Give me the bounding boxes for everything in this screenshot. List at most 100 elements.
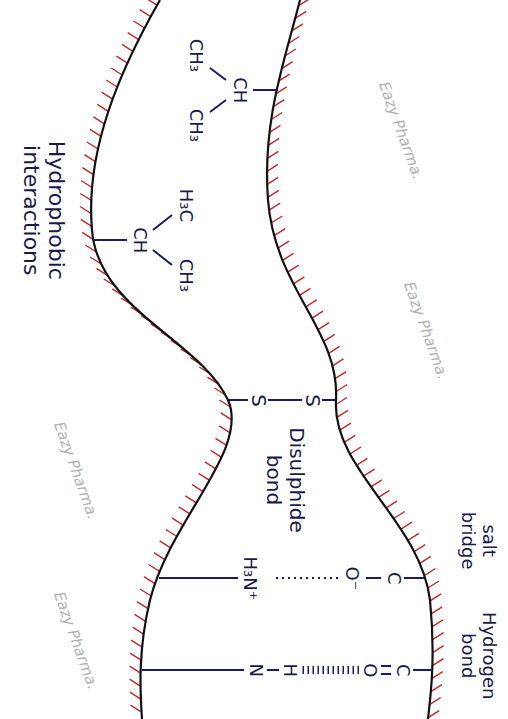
hatch-mark — [268, 190, 279, 197]
watermark: Eazy Pharma. — [399, 279, 450, 381]
hatch-mark — [166, 530, 177, 537]
hatch-mark — [135, 614, 146, 621]
hatch-mark — [140, 10, 151, 17]
chem-group: CH₃ — [185, 38, 206, 71]
hatch-mark — [408, 533, 419, 540]
hatch-mark — [211, 450, 222, 457]
hatch-mark — [401, 522, 412, 529]
hatch-mark — [199, 473, 210, 480]
hatch-mark — [106, 80, 117, 87]
hatch-mark — [130, 692, 141, 699]
atom-symbol: O — [360, 663, 381, 677]
hatch-mark — [336, 398, 347, 405]
hatch-mark — [324, 334, 335, 341]
hatch-mark — [160, 541, 171, 548]
label-text: Disulphide bond — [262, 410, 308, 550]
hatch-mark — [394, 512, 405, 519]
hatch-mark — [82, 168, 93, 175]
hatch-mark — [340, 423, 351, 430]
hatch-mark — [386, 501, 397, 508]
atom-symbol: S — [246, 394, 269, 407]
hatch-mark — [116, 56, 127, 63]
hatch-mark — [433, 646, 444, 653]
label-text: Hydrophobic interactions — [19, 135, 70, 285]
watermark: Eazy Pharma. — [49, 419, 100, 521]
hatch-mark — [80, 207, 91, 214]
hatch-mark — [371, 480, 382, 487]
chem-group: CH₃ — [175, 258, 196, 291]
label-text: salt bridge — [457, 505, 498, 575]
label-text: Hydrogen bond — [457, 605, 498, 705]
hatch-mark — [81, 219, 92, 226]
ionic-dots — [272, 577, 338, 579]
hatch-mark — [333, 359, 344, 366]
hatch-mark — [278, 241, 289, 248]
hatch-mark — [431, 685, 442, 692]
hatch-mark — [102, 92, 113, 99]
chem-group: H₃C — [175, 188, 196, 221]
hatch-mark — [130, 679, 141, 686]
hatch-mark — [269, 203, 280, 210]
polypeptide-chain — [91, 0, 232, 719]
hatch-mark — [133, 627, 144, 634]
hatch-mark — [283, 253, 294, 260]
hatch-mark — [267, 177, 278, 184]
hatch-mark — [318, 323, 329, 330]
hatch-mark — [300, 288, 311, 295]
hatch-mark — [216, 438, 227, 445]
atom-symbol: H — [279, 663, 300, 677]
hatch-mark — [433, 633, 444, 640]
hatch-mark — [84, 155, 95, 162]
hatch-marks — [80, 0, 444, 718]
hatch-mark — [428, 581, 439, 588]
hatch-mark — [140, 589, 151, 596]
hatch-mark — [111, 68, 122, 75]
hatch-mark — [432, 620, 443, 627]
atom-symbol: C — [391, 664, 412, 677]
hatch-mark — [192, 485, 203, 492]
hatch-mark — [420, 556, 431, 563]
hatch-mark — [93, 117, 104, 124]
hatch-mark — [271, 216, 282, 223]
hatch-mark — [379, 490, 390, 497]
hatch-mark — [344, 435, 355, 442]
hatch-mark — [414, 545, 425, 552]
hatch-mark — [137, 602, 148, 609]
watermark: Eazy Pharma. — [374, 79, 425, 181]
hatch-mark — [356, 458, 367, 465]
hatch-mark — [364, 469, 375, 476]
hatch-mark — [80, 194, 91, 201]
hydrogen-bond-dashes — [302, 666, 359, 674]
hatch-mark — [432, 672, 443, 679]
hatch-mark — [185, 496, 196, 503]
hatch-mark — [267, 164, 278, 171]
hatch-mark — [424, 569, 435, 576]
hatch-mark — [306, 300, 317, 307]
bond-lines — [94, 68, 431, 674]
chem-group: CH — [230, 77, 251, 103]
atom-symbol: C — [382, 572, 403, 585]
chem-group: H₃N⁺ — [240, 556, 261, 600]
hatch-mark — [312, 311, 323, 318]
hatch-mark — [267, 151, 278, 158]
hatch-mark — [179, 507, 190, 514]
hatch-mark — [288, 265, 299, 272]
hatch-mark — [128, 33, 139, 40]
hatch-mark — [221, 413, 232, 420]
watermark: Eazy Pharma. — [49, 589, 100, 691]
hatch-mark — [131, 640, 142, 647]
hatch-mark — [146, 0, 157, 5]
hatch-mark — [122, 44, 133, 51]
hatch-mark — [335, 372, 346, 379]
hatch-mark — [130, 666, 141, 673]
hatch-mark — [144, 577, 155, 584]
chem-group: CH — [130, 227, 151, 253]
hatch-mark — [430, 594, 441, 601]
hatch-mark — [130, 653, 141, 660]
hatch-mark — [432, 659, 443, 666]
hatch-mark — [149, 565, 160, 572]
hatch-mark — [431, 607, 442, 614]
hatch-mark — [274, 229, 285, 236]
atom-symbol: S — [300, 394, 323, 407]
polypeptide-chain — [267, 0, 433, 719]
